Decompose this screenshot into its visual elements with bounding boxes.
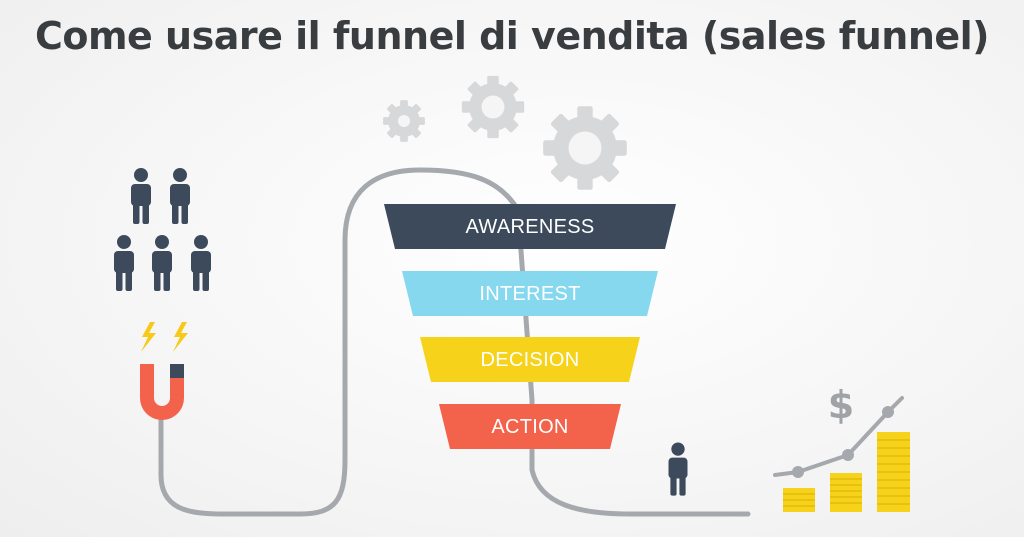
gear-icon — [461, 75, 525, 139]
stage-label-action: ACTION — [491, 416, 568, 438]
person-icon — [131, 168, 151, 224]
person-icon — [114, 235, 134, 291]
person-icon — [152, 235, 172, 291]
gear-icon — [383, 100, 425, 142]
audience-group — [114, 168, 211, 291]
funnel-band-decision — [420, 337, 640, 382]
person-icon — [170, 168, 190, 224]
growth-illustration: $ — [773, 383, 910, 512]
trend-point — [842, 449, 854, 461]
magnet-icon — [140, 364, 184, 420]
funnel-band-interest — [402, 271, 658, 316]
funnel-stage-action: ACTION — [439, 404, 621, 449]
trend-point — [792, 466, 804, 478]
stage-label-awareness: AWARENESS — [465, 216, 594, 238]
trend-point — [882, 406, 894, 418]
person-icon — [191, 235, 211, 291]
funnel-band-awareness — [384, 204, 676, 249]
coin-stack-icon — [830, 473, 862, 512]
funnel-stage-interest: INTEREST — [402, 271, 658, 316]
lightning-icon — [141, 322, 156, 352]
coin-stack-icon — [877, 432, 910, 512]
flow-line — [158, 167, 751, 517]
person-icon — [668, 442, 688, 496]
customer-figure — [668, 442, 688, 496]
dollar-icon: $ — [828, 383, 854, 427]
funnel-stage-decision: DECISION — [420, 337, 640, 382]
funnel-stage-awareness: AWARENESS — [384, 204, 676, 249]
lightning-icon — [173, 322, 188, 352]
stage-label-interest: INTEREST — [479, 283, 580, 305]
gear-icon — [543, 106, 627, 190]
coin-stack-icon — [783, 488, 815, 512]
page-title: Come usare il funnel di vendita (sales f… — [34, 14, 990, 58]
funnel-band-action — [439, 404, 621, 449]
stage-label-decision: DECISION — [480, 349, 579, 371]
